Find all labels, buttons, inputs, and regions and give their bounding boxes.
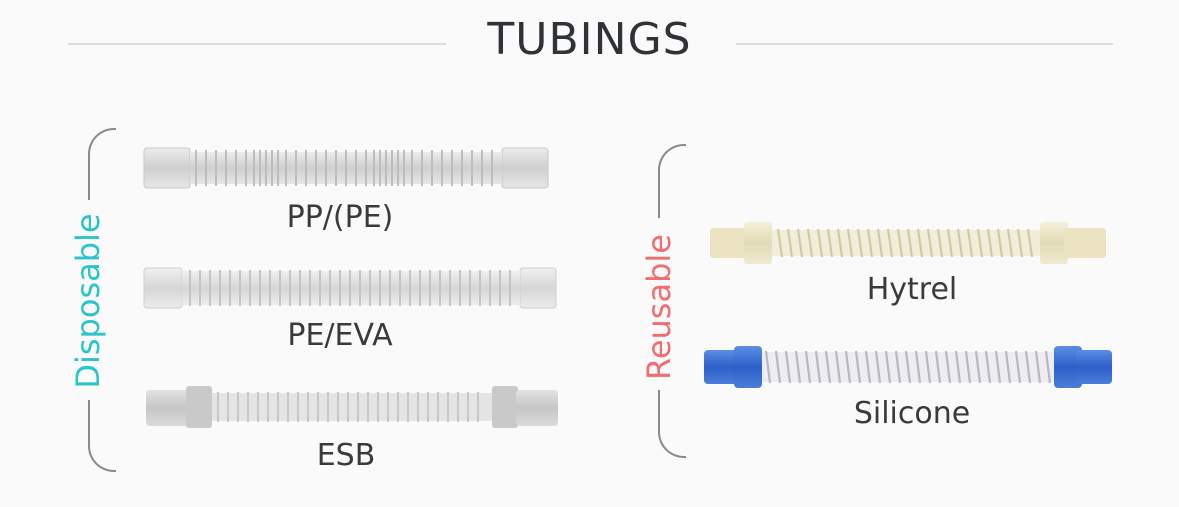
reusable-group-label: Reusable [640,234,678,380]
title-rule-right [736,43,1113,45]
pe-eva-label: PE/EVA [287,318,393,353]
pp-pe-tube-icon [143,147,549,189]
disposable-group-label: Disposable [69,213,107,389]
title-rule-left [68,43,446,45]
silicone-tube-icon [704,346,1112,388]
pp-pe-label: PP/(PE) [286,200,394,235]
page-title: TUBINGS [487,14,692,65]
hytrel-tube-icon [710,222,1106,264]
esb-label: ESB [316,438,376,473]
silicone-label: Silicone [853,396,971,431]
hytrel-label: Hytrel [866,272,958,307]
esb-tube-icon [146,386,558,428]
pe-eva-tube-icon [143,267,557,309]
